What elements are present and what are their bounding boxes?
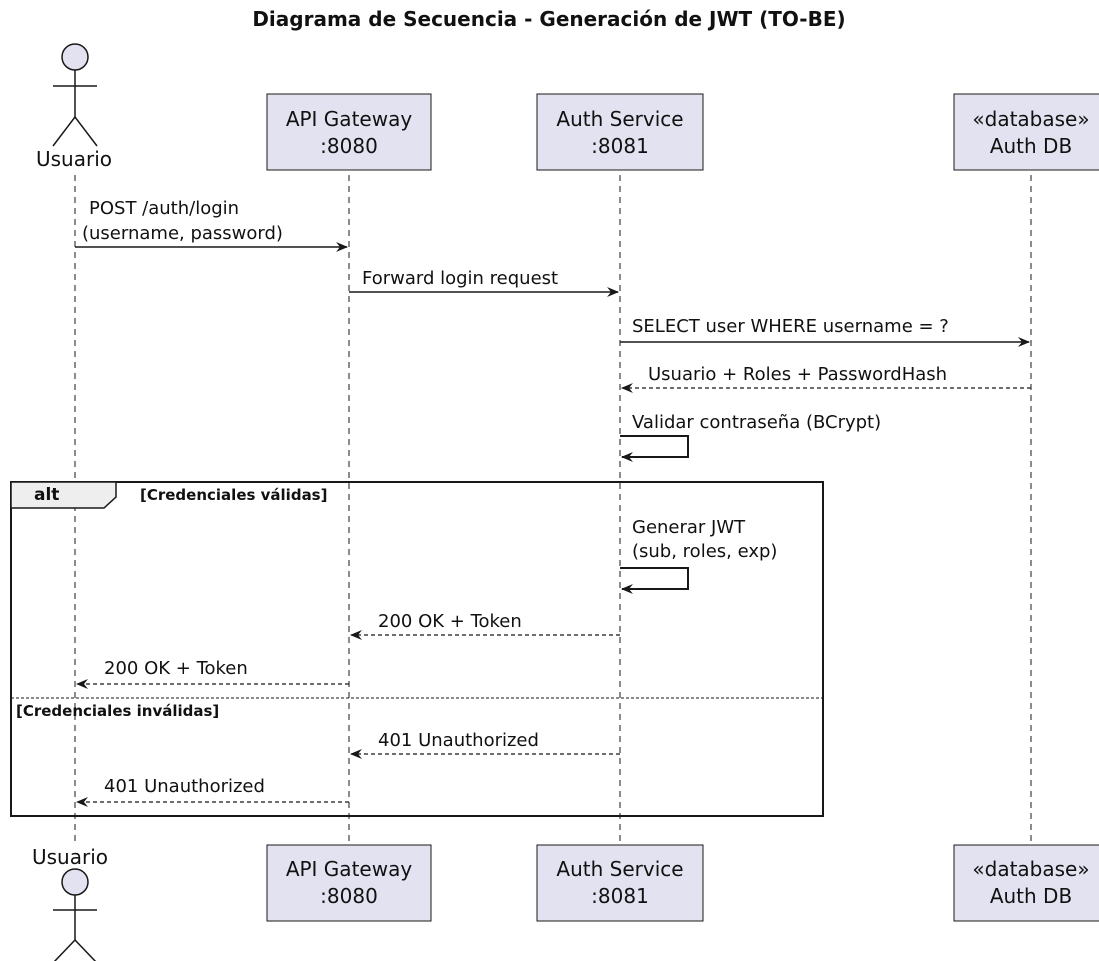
message-ok-token-to-gateway: 200 OK + Token bbox=[350, 611, 620, 640]
participant-port: :8081 bbox=[591, 134, 649, 158]
participant-gateway-top: API Gateway :8080 bbox=[266, 93, 432, 171]
participant-port: :8081 bbox=[591, 884, 649, 908]
alt-frame-border bbox=[10, 481, 824, 817]
message-label: 200 OK + Token bbox=[104, 658, 248, 679]
message-unauthorized-to-gateway: 401 Unauthorized bbox=[350, 730, 620, 759]
actor-label: Usuario bbox=[32, 845, 108, 869]
participant-stereotype: «database» bbox=[972, 857, 1089, 881]
participant-db-top: «database» Auth DB bbox=[953, 93, 1099, 171]
participant-name: API Gateway bbox=[286, 107, 413, 131]
alt-keyword: alt bbox=[34, 485, 59, 505]
participant-db-bottom: «database» Auth DB bbox=[953, 844, 1099, 922]
participant-name: API Gateway bbox=[286, 857, 413, 881]
participant-box bbox=[266, 844, 432, 922]
participant-gateway-bottom: API Gateway :8080 bbox=[266, 844, 432, 922]
actor-icon bbox=[53, 868, 97, 961]
message-label: Generar JWT bbox=[632, 517, 746, 538]
participant-port: :8080 bbox=[320, 134, 378, 158]
message-label: Usuario + Roles + PasswordHash bbox=[648, 364, 947, 385]
message-ok-token-to-usuario: 200 OK + Token bbox=[76, 658, 349, 689]
participant-auth-top: Auth Service :8081 bbox=[536, 93, 704, 171]
message-label: Forward login request bbox=[362, 268, 558, 289]
participant-auth-bottom: Auth Service :8081 bbox=[536, 844, 704, 922]
alt-frame: alt [Credenciales válidas] [Credenciales… bbox=[10, 481, 824, 817]
alt-guard-invalid: [Credenciales inválidas] bbox=[16, 702, 219, 720]
message-self-arrow bbox=[620, 435, 689, 462]
messages: POST /auth/login (username, password) Fo… bbox=[75, 198, 1031, 807]
diagram-title: Diagrama de Secuencia - Generación de JW… bbox=[252, 7, 845, 31]
alt-guard-valid: [Credenciales válidas] bbox=[140, 486, 327, 504]
message-label: POST /auth/login bbox=[89, 198, 239, 219]
message-generate-jwt: Generar JWT (sub, roles, exp) bbox=[620, 517, 777, 594]
message-unauthorized-to-usuario: 401 Unauthorized bbox=[76, 776, 349, 807]
message-label: (username, password) bbox=[82, 223, 283, 244]
actor-usuario-bottom: Usuario bbox=[32, 845, 108, 961]
message-select-user: SELECT user WHERE username = ? bbox=[620, 316, 1030, 347]
message-user-roles-response: Usuario + Roles + PasswordHash bbox=[621, 364, 1031, 393]
participant-box bbox=[953, 844, 1099, 922]
participant-box bbox=[536, 844, 704, 922]
actor-icon bbox=[52, 43, 98, 147]
message-label: (sub, roles, exp) bbox=[632, 541, 777, 562]
participant-box bbox=[536, 93, 704, 171]
actor-label: Usuario bbox=[36, 147, 112, 171]
participant-port: :8080 bbox=[320, 884, 378, 908]
message-label: 200 OK + Token bbox=[378, 611, 522, 632]
message-login-request: POST /auth/login (username, password) bbox=[75, 198, 348, 252]
participant-box bbox=[953, 93, 1099, 171]
participant-name: Auth DB bbox=[990, 884, 1072, 908]
participant-box bbox=[266, 93, 432, 171]
message-label: SELECT user WHERE username = ? bbox=[632, 316, 949, 337]
participant-stereotype: «database» bbox=[972, 107, 1089, 131]
message-label: 401 Unauthorized bbox=[378, 730, 539, 751]
lifelines bbox=[74, 175, 1032, 845]
message-forward-login: Forward login request bbox=[349, 268, 619, 297]
actor-usuario-top: Usuario bbox=[36, 43, 112, 171]
participant-name: Auth Service bbox=[556, 107, 683, 131]
message-label: 401 Unauthorized bbox=[104, 776, 265, 797]
message-validate-password: Validar contraseña (BCrypt) bbox=[620, 412, 881, 462]
participant-name: Auth Service bbox=[556, 857, 683, 881]
participant-name: Auth DB bbox=[990, 134, 1072, 158]
alt-frame-tab bbox=[10, 481, 117, 509]
message-label: Validar contraseña (BCrypt) bbox=[632, 412, 881, 433]
message-self-arrow bbox=[620, 567, 689, 594]
